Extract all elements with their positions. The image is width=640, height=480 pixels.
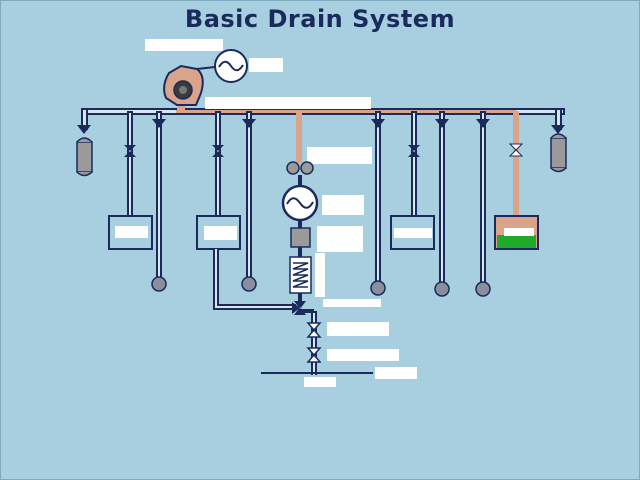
- valve-icon: [306, 347, 322, 363]
- label-box: [322, 195, 364, 215]
- label-boxes: [145, 39, 417, 387]
- blower-icon: [286, 161, 300, 175]
- label-box: [327, 322, 389, 336]
- label-box: [115, 226, 148, 238]
- label-box: [315, 253, 325, 297]
- label-box: [204, 226, 237, 240]
- label-box: [394, 228, 432, 238]
- main-header: [81, 108, 565, 115]
- tank-3: [390, 111, 435, 250]
- drain-line: [475, 111, 491, 297]
- filter-icon: [290, 227, 311, 248]
- tank-condensate: [494, 111, 539, 250]
- label-box: [249, 58, 283, 72]
- drain-line: [241, 111, 257, 292]
- label-box: [307, 147, 372, 164]
- label-box: [145, 39, 223, 51]
- tank-2-drain: [213, 249, 296, 310]
- label-box: [317, 226, 363, 252]
- tank-1: [108, 111, 153, 250]
- drain-line: [370, 111, 386, 296]
- label-box: [375, 367, 417, 379]
- motor-icon: [214, 49, 248, 83]
- drain-line: [151, 111, 167, 292]
- blower-icon: [163, 64, 216, 106]
- center-column: [261, 111, 373, 375]
- label-box: [205, 97, 371, 109]
- valve-icon: [306, 322, 322, 338]
- drain-pot-left: [76, 108, 93, 177]
- page-title: Basic Drain System: [184, 5, 456, 33]
- blower-icon: [300, 161, 314, 175]
- label-box: [323, 299, 381, 307]
- tank-2: [196, 111, 241, 250]
- drain-pot-right: [550, 108, 567, 173]
- label-box: [504, 228, 534, 236]
- drain-line: [434, 111, 450, 297]
- label-box: [327, 349, 399, 361]
- label-box: [304, 377, 336, 387]
